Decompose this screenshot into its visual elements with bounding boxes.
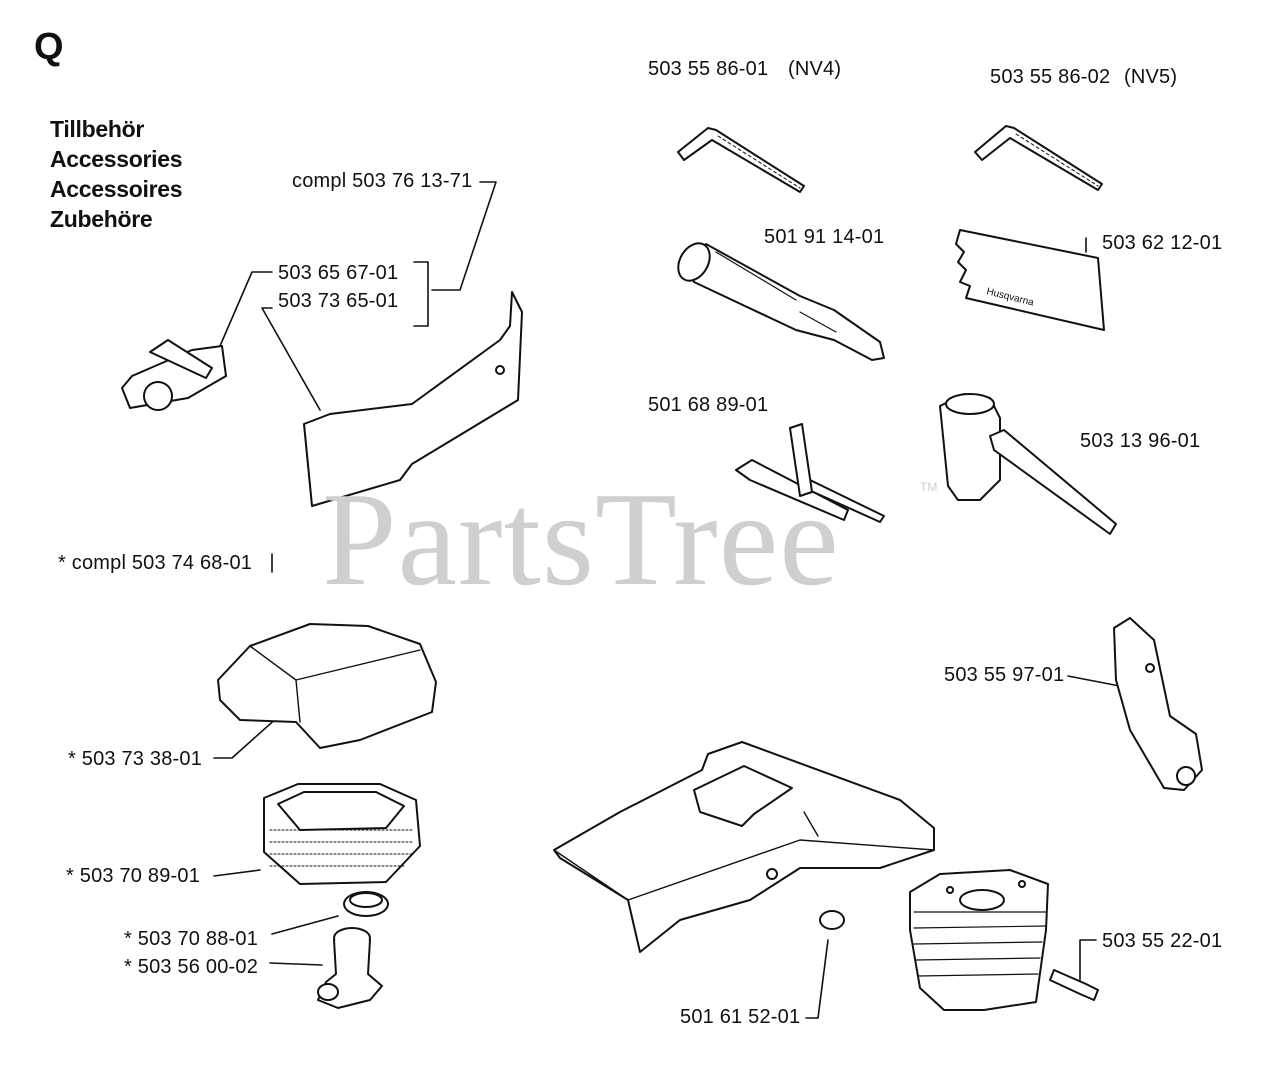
- air-filter-icon: [263, 783, 421, 885]
- label-503-56-00-02: * 503 56 00-02: [124, 956, 259, 978]
- label-nv4: (NV4): [788, 58, 842, 80]
- label-503-55-22-01: 503 55 22-01: [1102, 930, 1223, 952]
- bar-guard-icon: Husqvarna: [955, 229, 1105, 331]
- carburetor-intake-icon: [317, 927, 383, 1009]
- label-501-91-14-01: 501 91 14-01: [764, 226, 885, 248]
- section-letter: Q: [34, 26, 64, 68]
- title-german: Zubehöre: [50, 206, 153, 232]
- watermark-brand: PartsTree: [322, 465, 840, 613]
- leader-lines: [213, 181, 1131, 1019]
- label-503-55-86-02: 503 55 86-02: [990, 66, 1111, 88]
- label-503-65-67-01: 503 65 67-01: [278, 262, 399, 284]
- label-501-68-89-01: 501 68 89-01: [648, 394, 769, 416]
- label-501-61-52-01: 501 61 52-01: [680, 1006, 801, 1028]
- plug-icon: [819, 910, 845, 930]
- title-french: Accessoires: [50, 176, 183, 202]
- lever-icon: [121, 339, 227, 411]
- label-compl-filter: * compl 503 74 68-01: [58, 552, 253, 574]
- title-swedish: Tillbehör: [50, 116, 144, 142]
- label-503-13-96-01: 503 13 96-01: [1080, 430, 1201, 452]
- label-503-70-89-01: * 503 70 89-01: [66, 865, 201, 887]
- label-503-73-65-01: 503 73 65-01: [278, 290, 399, 312]
- filter-cover-icon: [217, 623, 437, 749]
- chain-catcher-icon: [1113, 617, 1203, 791]
- label-503-55-97-01: 503 55 97-01: [944, 664, 1065, 686]
- file-holder-icon: [677, 242, 885, 361]
- title-english: Accessories: [50, 146, 183, 172]
- hex-key-icon: [677, 127, 805, 193]
- watermark-tm: TM: [920, 480, 938, 494]
- label-503-55-86-01: 503 55 86-01: [648, 58, 769, 80]
- hex-key-icon: [974, 125, 1103, 191]
- cylinder-icon: [909, 869, 1049, 1011]
- label-nv5: (NV5): [1124, 66, 1178, 88]
- label-503-73-38-01: * 503 73 38-01: [68, 748, 203, 770]
- label-503-62-12-01: 503 62 12-01: [1102, 232, 1223, 254]
- screw-icon: [1049, 969, 1099, 1001]
- combination-wrench-icon: [939, 393, 1117, 535]
- label-compl-cover: compl 503 76 13-71: [292, 170, 473, 192]
- t-wrench-icon: [735, 423, 885, 523]
- filter-adapter-icon: [343, 891, 389, 917]
- muffler-plate-icon: [303, 291, 523, 507]
- cylinder-cover-icon: [553, 741, 935, 953]
- label-503-70-88-01: * 503 70 88-01: [124, 928, 259, 950]
